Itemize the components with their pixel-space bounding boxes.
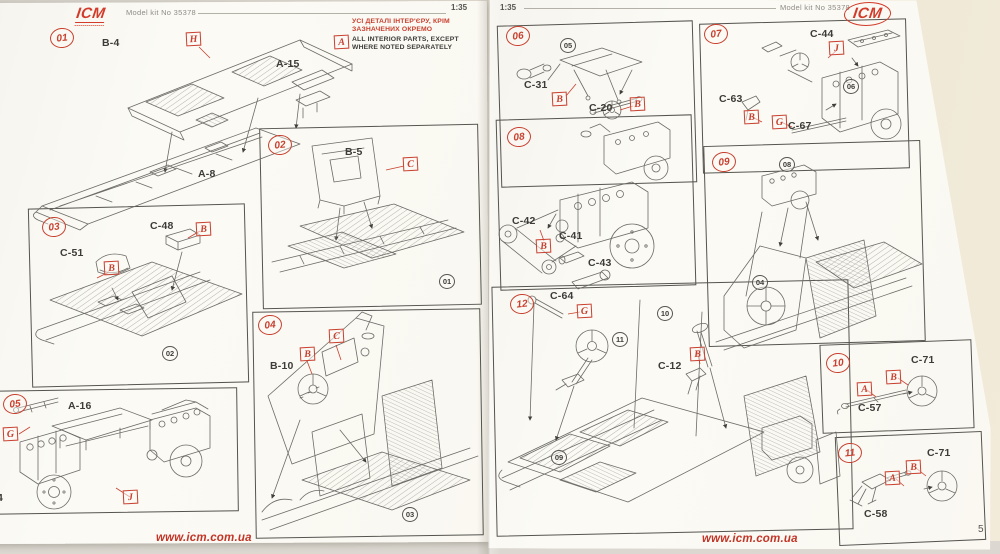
part-label: C-12 — [658, 360, 682, 372]
callout-box: B — [535, 238, 552, 254]
part-label: C-44 — [810, 28, 834, 40]
header-rule — [524, 8, 776, 9]
part-label: C-71 — [911, 354, 935, 366]
step-ref-circle: 05 — [560, 38, 576, 53]
step-ref-circle: 08 — [779, 157, 795, 172]
callout-box: C — [328, 328, 345, 344]
note-english-line2: WHERE NOTED SEPARATELY — [352, 44, 453, 51]
part-label: C-58 — [864, 508, 888, 520]
callout-box: J — [828, 40, 845, 56]
step-04-panel — [252, 308, 484, 539]
callout-box: B — [905, 459, 922, 475]
part-label: A-15 — [276, 58, 300, 70]
callout-box: B — [195, 221, 212, 237]
callout-box: A — [884, 470, 901, 486]
callout-box: J — [122, 489, 139, 505]
callout-box: B — [299, 346, 316, 362]
part-label: B-4 — [102, 37, 120, 49]
website-url: www.icm.com.ua — [156, 532, 252, 544]
step-ref-circle: 06 — [843, 79, 859, 94]
part-label: C-48 — [150, 220, 174, 232]
part-label: C-43 — [588, 257, 612, 269]
model-kit-number: Model kit No 35378 — [126, 8, 197, 17]
part-label: C-42 — [512, 215, 536, 227]
callout-box: B — [743, 109, 760, 125]
part-label-edge-fragment: 4 — [0, 492, 3, 504]
callout-box: G — [576, 303, 593, 319]
icm-logo-left: ICM — [74, 5, 107, 26]
callout-box: A — [856, 381, 873, 397]
step-ref-circle: 03 — [402, 507, 418, 522]
part-label: C-67 — [788, 120, 812, 132]
callout-box: G — [2, 426, 19, 442]
note-callout-box: A — [333, 34, 350, 50]
part-label: C-64 — [550, 290, 574, 302]
step-ref-circle: 02 — [162, 346, 178, 361]
part-label: A-16 — [68, 400, 92, 412]
callout-box: B — [103, 260, 120, 276]
part-label: C-63 — [719, 93, 743, 105]
icm-logo-text: ICM — [75, 5, 107, 22]
note-english-line1: ALL INTERIOR PARTS, EXCEPT — [352, 36, 459, 43]
part-label: C-71 — [927, 447, 951, 459]
step-ref-circle: 10 — [657, 306, 673, 321]
part-label: A-8 — [198, 168, 216, 180]
part-label: C-20 — [589, 102, 613, 114]
callout-box: B — [629, 96, 646, 112]
part-label: C-51 — [60, 247, 84, 259]
callout-box: C — [402, 156, 419, 172]
icm-logo-text: ICM — [851, 5, 884, 22]
model-kit-number: Model kit No 35378 — [780, 3, 851, 12]
part-label: C-41 — [559, 230, 583, 242]
page-number: 5 — [978, 524, 984, 535]
part-label: C-57 — [858, 402, 882, 414]
callout-box: B — [689, 346, 706, 362]
note-ukrainian-line1: УСІ ДЕТАЛІ ІНТЕР'ЄРУ, КРІМ — [352, 18, 450, 25]
note-ukrainian-line2: ЗАЗНАЧЕНИХ ОКРЕМО — [352, 26, 433, 33]
step-ref-circle: 09 — [551, 450, 567, 465]
scale-label: 1:35 — [500, 3, 517, 12]
step-05-panel — [0, 387, 239, 515]
part-label: B-5 — [345, 146, 363, 158]
callout-box: B — [885, 369, 902, 385]
callout-box: H — [185, 31, 202, 47]
step-ref-circle: 01 — [439, 274, 455, 289]
step-ref-circle: 11 — [612, 332, 628, 347]
part-label: B-10 — [270, 360, 294, 372]
callout-box: B — [551, 91, 568, 107]
part-label: C-31 — [524, 79, 548, 91]
step-12-panel — [491, 279, 854, 537]
icm-logo-tagline — [74, 22, 105, 26]
scale-label: 1:35 — [451, 3, 468, 12]
header-rule — [198, 13, 446, 14]
website-url: www.icm.com.ua — [702, 533, 798, 545]
callout-box: G — [771, 114, 788, 130]
step-ref-circle: 04 — [752, 275, 768, 290]
